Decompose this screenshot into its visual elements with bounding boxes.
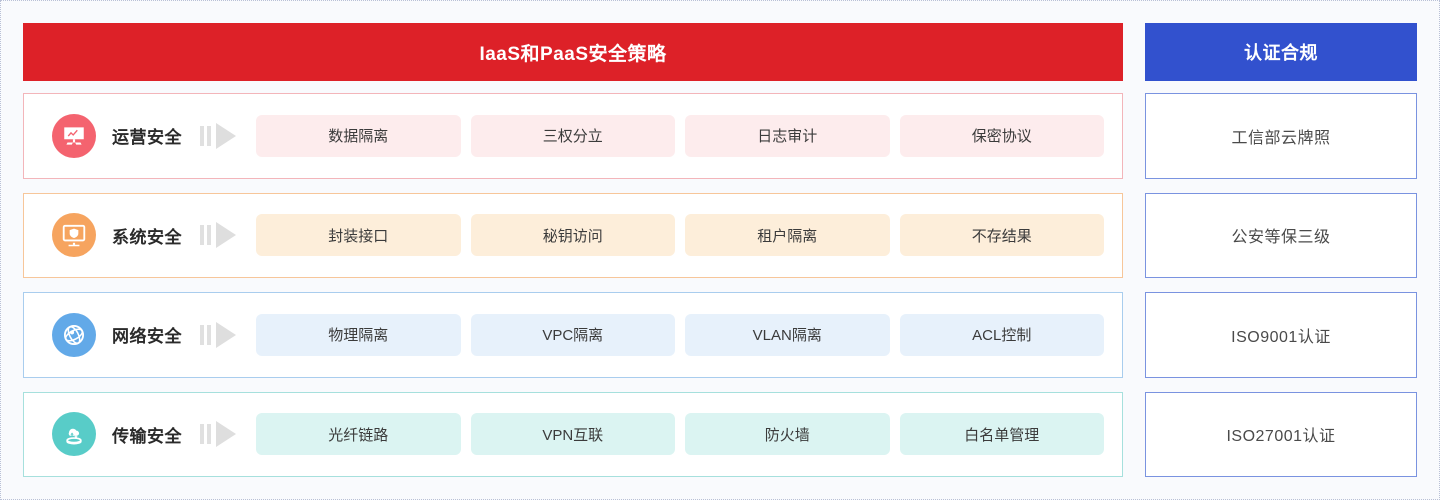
category-label: 系统安全 [112, 227, 182, 247]
header-row: IaaS和PaaS安全策略 认证合规 [23, 23, 1417, 81]
compliance-item[interactable]: ISO9001认证 [1145, 292, 1417, 378]
compliance-item[interactable]: ISO27001认证 [1145, 391, 1417, 477]
category-label: 网络安全 [112, 327, 182, 347]
tag-item[interactable]: 物理隔离 [256, 313, 461, 356]
category-label: 运营安全 [112, 128, 182, 148]
tag-item[interactable]: ACL控制 [899, 313, 1104, 356]
tag-item[interactable]: 日志审计 [685, 114, 890, 157]
tag-group: 光纤链路 VPN互联 防火墙 白名单管理 [256, 413, 1104, 456]
body-row: 运营安全 数据隔离 三权分立 日志审计 保密协议 [23, 93, 1417, 477]
tag-item[interactable]: 防火墙 [685, 413, 890, 456]
tag-item[interactable]: VLAN隔离 [685, 313, 890, 356]
tag-item[interactable]: 三权分立 [470, 114, 675, 157]
category-card-operations[interactable]: 运营安全 数据隔离 三权分立 日志审计 保密协议 [23, 93, 1123, 179]
arrow-separator-icon [200, 122, 236, 149]
tag-item[interactable]: 保密协议 [899, 114, 1104, 157]
chart-board-icon [52, 113, 96, 158]
category-card-system[interactable]: 系统安全 封装接口 秘钥访问 租户隔离 不存结果 [23, 192, 1123, 278]
tag-item[interactable]: VPC隔离 [470, 313, 675, 356]
arrow-separator-icon [200, 222, 236, 249]
arrow-separator-icon [200, 421, 236, 448]
tag-item[interactable]: 数据隔离 [256, 114, 461, 157]
compliance-list: 工信部云牌照 公安等保三级 ISO9001认证 ISO27001认证 [1145, 93, 1417, 477]
tag-item[interactable]: VPN互联 [470, 413, 675, 456]
compliance-title-banner: 认证合规 [1145, 23, 1417, 81]
monitor-shield-icon [52, 213, 96, 258]
main-title-banner: IaaS和PaaS安全策略 [23, 23, 1123, 81]
category-label: 传输安全 [112, 426, 182, 446]
arrow-separator-icon [200, 321, 236, 348]
compliance-item[interactable]: 工信部云牌照 [1145, 93, 1417, 179]
tag-item[interactable]: 光纤链路 [256, 413, 461, 456]
compliance-item[interactable]: 公安等保三级 [1145, 192, 1417, 278]
tag-item[interactable]: 不存结果 [899, 214, 1104, 257]
globe-network-icon [52, 312, 96, 357]
category-card-network[interactable]: 网络安全 物理隔离 VPC隔离 VLAN隔离 ACL控制 [23, 292, 1123, 378]
cloud-transfer-icon [52, 412, 96, 457]
tag-item[interactable]: 封装接口 [256, 214, 461, 257]
tag-item[interactable]: 白名单管理 [899, 413, 1104, 456]
tag-item[interactable]: 租户隔离 [685, 214, 890, 257]
tag-item[interactable]: 秘钥访问 [470, 214, 675, 257]
category-card-transmission[interactable]: 传输安全 光纤链路 VPN互联 防火墙 白名单管理 [23, 391, 1123, 477]
tag-group: 封装接口 秘钥访问 租户隔离 不存结果 [256, 214, 1104, 257]
category-list: 运营安全 数据隔离 三权分立 日志审计 保密协议 [23, 93, 1123, 477]
tag-group: 数据隔离 三权分立 日志审计 保密协议 [256, 114, 1104, 157]
tag-group: 物理隔离 VPC隔离 VLAN隔离 ACL控制 [256, 313, 1104, 356]
